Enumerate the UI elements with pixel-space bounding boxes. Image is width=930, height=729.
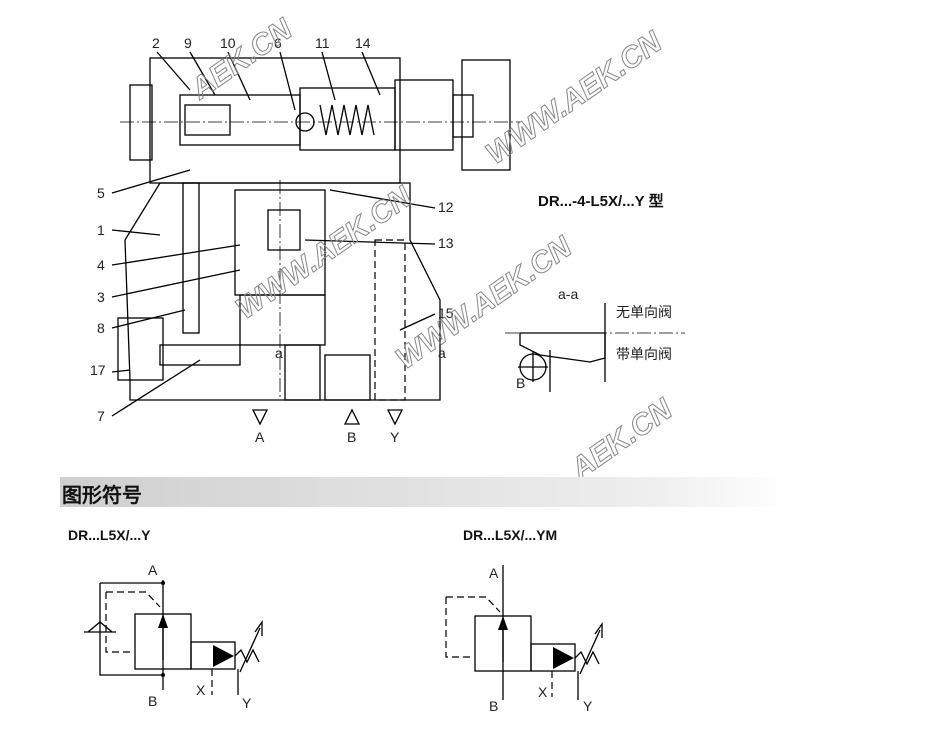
symbol-port-y: Y	[583, 698, 593, 714]
part-number: 8	[97, 320, 105, 336]
symbol-title-2: DR...L5X/...YM	[463, 527, 557, 543]
port-a-label: A	[255, 429, 265, 445]
symbol-port-a: A	[489, 565, 499, 581]
port-markers	[251, 408, 404, 426]
main-body	[117, 180, 441, 401]
section-header: 图形符号	[60, 477, 790, 507]
symbol-port-a: A	[148, 562, 158, 578]
watermark: WWW.AEK.CN	[480, 25, 669, 171]
leader-lines	[111, 51, 436, 417]
part-number: 11	[315, 35, 330, 51]
section-mark: a	[275, 345, 283, 361]
part-number: 6	[274, 35, 282, 51]
port-y-label: Y	[390, 429, 400, 445]
part-number: 12	[438, 199, 454, 215]
hydraulic-symbol-1	[84, 580, 263, 695]
symbol-title-1: DR...L5X/...Y	[68, 527, 151, 543]
symbol-port-x: X	[538, 684, 548, 700]
symbol-port-y: Y	[242, 695, 252, 711]
symbol-port-x: X	[196, 682, 206, 698]
port-b-label: B	[347, 429, 356, 445]
part-number: 2	[152, 35, 160, 51]
part-number: 15	[438, 305, 454, 321]
part-number: 14	[355, 35, 371, 51]
part-number: 10	[220, 35, 236, 51]
part-number: 13	[438, 235, 454, 251]
watermark: AEK.CN	[564, 392, 679, 486]
part-number: 4	[97, 257, 105, 273]
part-number: 5	[97, 185, 105, 201]
section-mark: a	[438, 345, 446, 361]
symbol-port-b: B	[148, 693, 157, 709]
section-view-aa	[505, 303, 685, 392]
part-number: 7	[97, 408, 105, 424]
symbol-port-b: B	[489, 698, 498, 714]
with-check-valve-label: 带单向阀	[616, 347, 672, 363]
drawing-title: DR...-4-L5X/...Y 型	[538, 192, 664, 210]
section-title: a-a	[558, 286, 578, 302]
pilot-body	[120, 57, 520, 184]
part-number: 17	[90, 362, 106, 378]
without-check-valve-label: 无单向阀	[616, 305, 672, 321]
part-number: 1	[97, 222, 105, 238]
part-number: 9	[184, 35, 192, 51]
section-port-b: B	[516, 375, 525, 391]
part-number: 3	[97, 289, 105, 305]
section-title: 图形符号	[62, 483, 142, 507]
hydraulic-symbol-2	[445, 565, 603, 700]
